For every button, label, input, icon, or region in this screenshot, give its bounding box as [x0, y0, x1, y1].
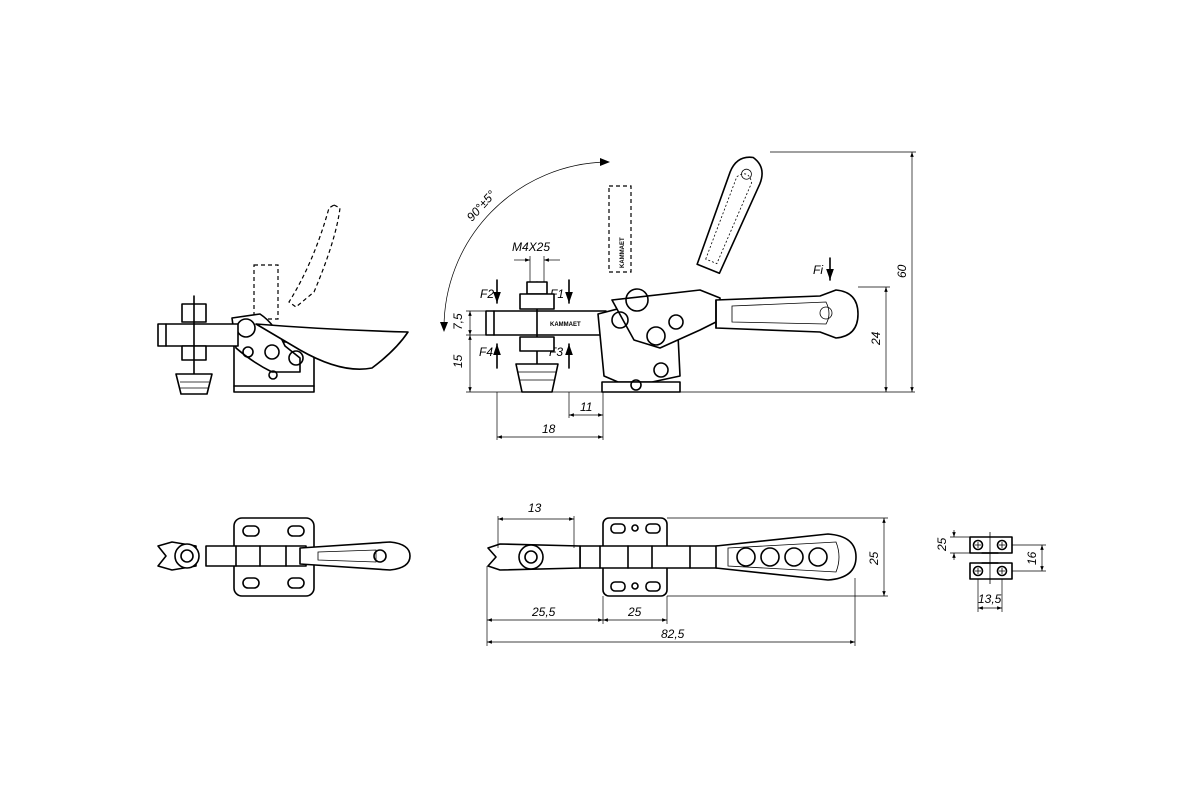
pivot-circle-4 — [242, 346, 254, 358]
force-label-f4: F4 — [479, 345, 493, 359]
dimensions-main: 7,5 15 24 60 11 18 — [451, 151, 916, 440]
dim-11: 11 — [580, 400, 592, 414]
dimensions-top: 13 25,5 25 82,5 25 — [486, 501, 888, 646]
dim-18: 18 — [542, 422, 556, 436]
dim-13: 13 — [528, 501, 542, 515]
spindle-nut-bottom — [519, 336, 555, 352]
thread-label: M4X25 — [512, 240, 550, 254]
top-arm-small — [205, 545, 307, 567]
dim-15: 15 — [451, 354, 465, 368]
dim-25-5: 25,5 — [531, 605, 556, 619]
force-label-f2: F2 — [480, 287, 494, 301]
dim-60: 60 — [895, 264, 909, 278]
spindle-top — [526, 281, 548, 295]
main-handle — [715, 289, 859, 339]
side-view-main: 90°±5° KAMMAET M4X25 F2 F1 F4 F3 Fi KAMM… — [440, 156, 859, 393]
pivot-circle-2 — [264, 344, 280, 360]
dim-82-5: 82,5 — [661, 627, 685, 641]
top-arm-main — [579, 545, 721, 569]
pivot-circle-5 — [268, 370, 278, 380]
spindle-nut-top — [519, 293, 555, 310]
handle-side — [255, 323, 409, 370]
dashed-open-arm — [608, 185, 632, 273]
hole-pattern-view: 25 16 13,5 — [935, 530, 1046, 612]
rotated-handle — [696, 156, 763, 275]
force-label-fi: Fi — [813, 263, 823, 277]
top-view-main — [487, 517, 857, 597]
dim-25-bottom: 25 — [627, 605, 642, 619]
svg-text:KAMMAET: KAMMAET — [550, 322, 581, 328]
dim-13-5: 13,5 — [978, 592, 1002, 606]
top-handle-small — [299, 541, 411, 571]
dim-25-right: 25 — [867, 551, 881, 566]
top-view-small — [157, 517, 411, 597]
angle-label: 90°±5° — [464, 188, 499, 224]
clamp-arm — [157, 323, 239, 347]
dim-16: 16 — [1025, 551, 1039, 565]
spindle-top-main — [518, 544, 544, 570]
pivot-circle-3 — [288, 350, 304, 366]
main-arm — [485, 310, 607, 336]
main-pivot-5 — [653, 362, 669, 378]
main-rubber-tip — [515, 363, 559, 393]
side-view-small — [157, 204, 409, 395]
rubber-tip — [175, 373, 213, 395]
dashed-open-position — [253, 264, 279, 320]
svg-text:KAMMAET: KAMMAET — [620, 237, 626, 268]
main-linkage — [611, 289, 721, 349]
main-pivot-3 — [646, 326, 666, 346]
dashed-handle-position — [288, 204, 341, 308]
angle-arc — [443, 161, 607, 329]
spindle-top-small — [174, 543, 200, 569]
dim-25-small: 25 — [935, 537, 949, 552]
main-pivot-2 — [611, 311, 629, 329]
dim-24: 24 — [869, 331, 883, 346]
dim-7-5: 7,5 — [451, 313, 465, 330]
top-handle-main — [715, 533, 857, 581]
main-pivot-6 — [630, 379, 642, 391]
main-pivot-1 — [625, 288, 649, 312]
main-pivot-4 — [668, 314, 684, 330]
